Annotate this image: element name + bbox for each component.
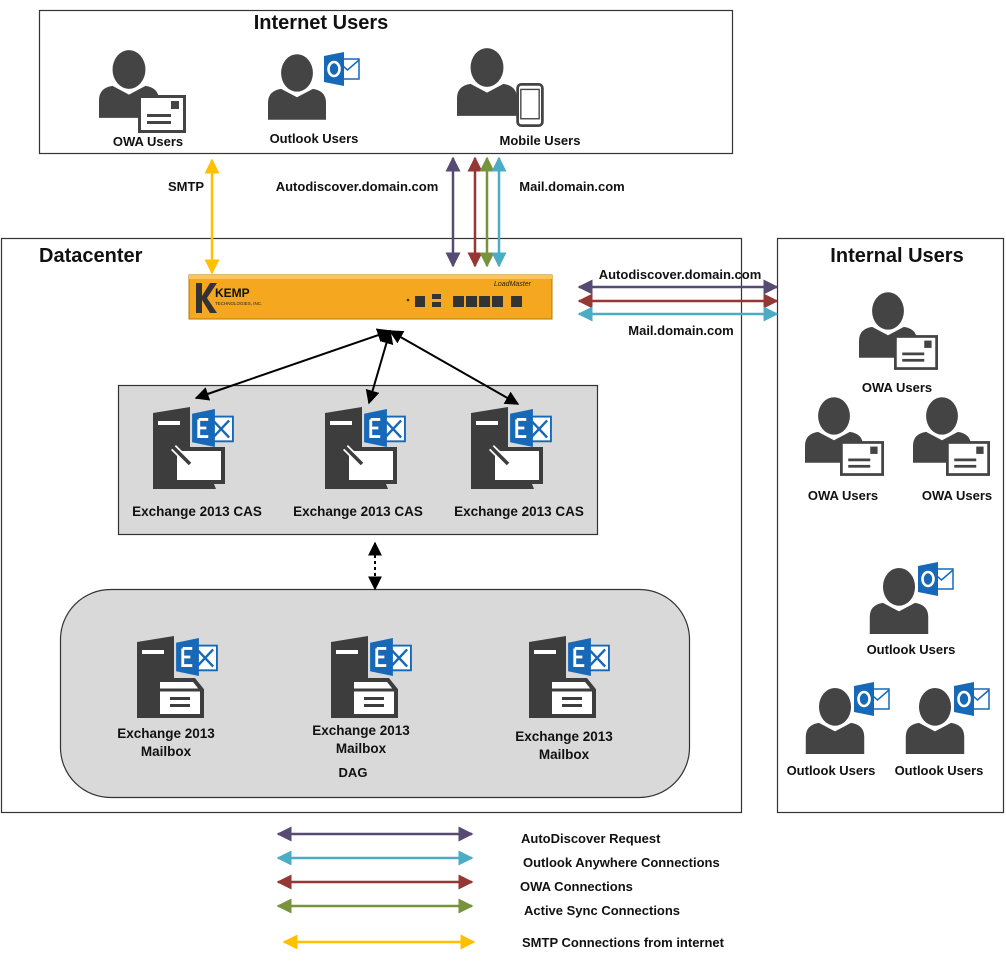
cas-server-2: Exchange 2013 CAS — [293, 407, 423, 519]
cas-server-3-label: Exchange 2013 CAS — [454, 504, 584, 519]
legend-outlook-anywhere-label: Outlook Anywhere Connections — [523, 855, 720, 870]
server-icon — [325, 407, 405, 489]
internet-owa-users: OWA Users — [99, 50, 186, 149]
lb-to-cas2-arrow — [365, 329, 394, 405]
mobile-phone-icon — [516, 83, 544, 127]
mailbox-server-2: Exchange 2013 Mailbox — [312, 636, 411, 756]
ethernet-ports — [453, 296, 522, 307]
lb-to-cas1-arrow — [194, 328, 392, 401]
internal-owa-users-1: OWA Users — [859, 292, 938, 395]
legend-smtp-label: SMTP Connections from internet — [522, 935, 725, 950]
mailbox-server-3-label-line1: Exchange 2013 — [515, 729, 613, 744]
smtp-label: SMTP — [168, 179, 204, 194]
internet-mobile-label: Mobile Users — [500, 133, 581, 148]
internet-users-title: Internet Users — [254, 12, 389, 34]
legend-owa-label: OWA Connections — [520, 879, 633, 894]
internal-owa-label-1: OWA Users — [862, 380, 932, 395]
mailbox-server-3: Exchange 2013 Mailbox — [515, 636, 613, 762]
mail-internal-label: Mail.domain.com — [628, 323, 733, 338]
loadmaster-model: LoadMaster — [494, 281, 532, 288]
internet-mobile-users: Mobile Users — [457, 48, 580, 148]
internal-outlook-label-1: Outlook Users — [867, 642, 956, 657]
usb-port-2 — [432, 302, 441, 307]
mailbox-server-1-label-line1: Exchange 2013 — [117, 726, 215, 741]
internal-owa-users-3: OWA Users — [913, 397, 992, 503]
internal-owa-label-2: OWA Users — [808, 488, 878, 503]
autodiscover-internal-label: Autodiscover.domain.com — [599, 267, 762, 282]
legend-activesync-label: Active Sync Connections — [524, 903, 680, 918]
cas-server-1: Exchange 2013 CAS — [132, 407, 262, 519]
internal-outlook-users-1: Outlook Users — [867, 562, 956, 657]
cas-server-2-label: Exchange 2013 CAS — [293, 504, 423, 519]
kemp-brand: KEMP — [215, 286, 250, 300]
kemp-logo-icon — [196, 283, 217, 313]
server-icon — [153, 407, 233, 489]
internal-owa-label-3: OWA Users — [922, 488, 992, 503]
internet-owa-label: OWA Users — [113, 134, 183, 149]
envelope-icon — [138, 95, 186, 133]
dag-label: DAG — [339, 765, 368, 780]
envelope-icon — [894, 335, 938, 370]
kemp-loadmaster-appliance: KEMP TECHNOLOGIES, INC. LoadMaster — [188, 274, 553, 320]
datacenter-title: Datacenter — [39, 245, 143, 267]
internal-owa-users-2: OWA Users — [805, 397, 884, 503]
cas-server-3: Exchange 2013 CAS — [454, 407, 584, 519]
internet-outlook-label: Outlook Users — [270, 131, 359, 146]
kemp-brand-sub: TECHNOLOGIES, INC. — [215, 301, 262, 306]
internet-outlook-users: Outlook Users — [268, 52, 360, 146]
mailbox-server-2-label-line1: Exchange 2013 — [312, 723, 410, 738]
envelope-icon — [840, 441, 884, 476]
internal-users-title: Internal Users — [830, 245, 963, 267]
mail-top-label: Mail.domain.com — [519, 179, 624, 194]
autodiscover-top-label: Autodiscover.domain.com — [276, 179, 439, 194]
cas-server-1-label: Exchange 2013 CAS — [132, 504, 262, 519]
internal-outlook-users-3: Outlook Users — [895, 682, 990, 778]
mailbox-server-2-label-line2: Mailbox — [336, 741, 387, 756]
legend-autodiscover-label: AutoDiscover Request — [521, 831, 661, 846]
internal-outlook-label-2: Outlook Users — [787, 763, 876, 778]
lb-to-cas3-arrow — [388, 330, 520, 405]
internal-outlook-users-2: Outlook Users — [787, 682, 890, 778]
usb-port-1 — [432, 294, 441, 299]
internal-outlook-label-3: Outlook Users — [895, 763, 984, 778]
mailbox-server-1: Exchange 2013 Mailbox — [117, 636, 217, 759]
server-icon — [471, 407, 551, 489]
console-port — [415, 296, 425, 307]
mailbox-server-3-label-line2: Mailbox — [539, 747, 590, 762]
mailbox-server-1-label-line2: Mailbox — [141, 744, 192, 759]
legend: AutoDiscover Request Outlook Anywhere Co… — [276, 826, 725, 950]
envelope-icon — [946, 441, 990, 476]
